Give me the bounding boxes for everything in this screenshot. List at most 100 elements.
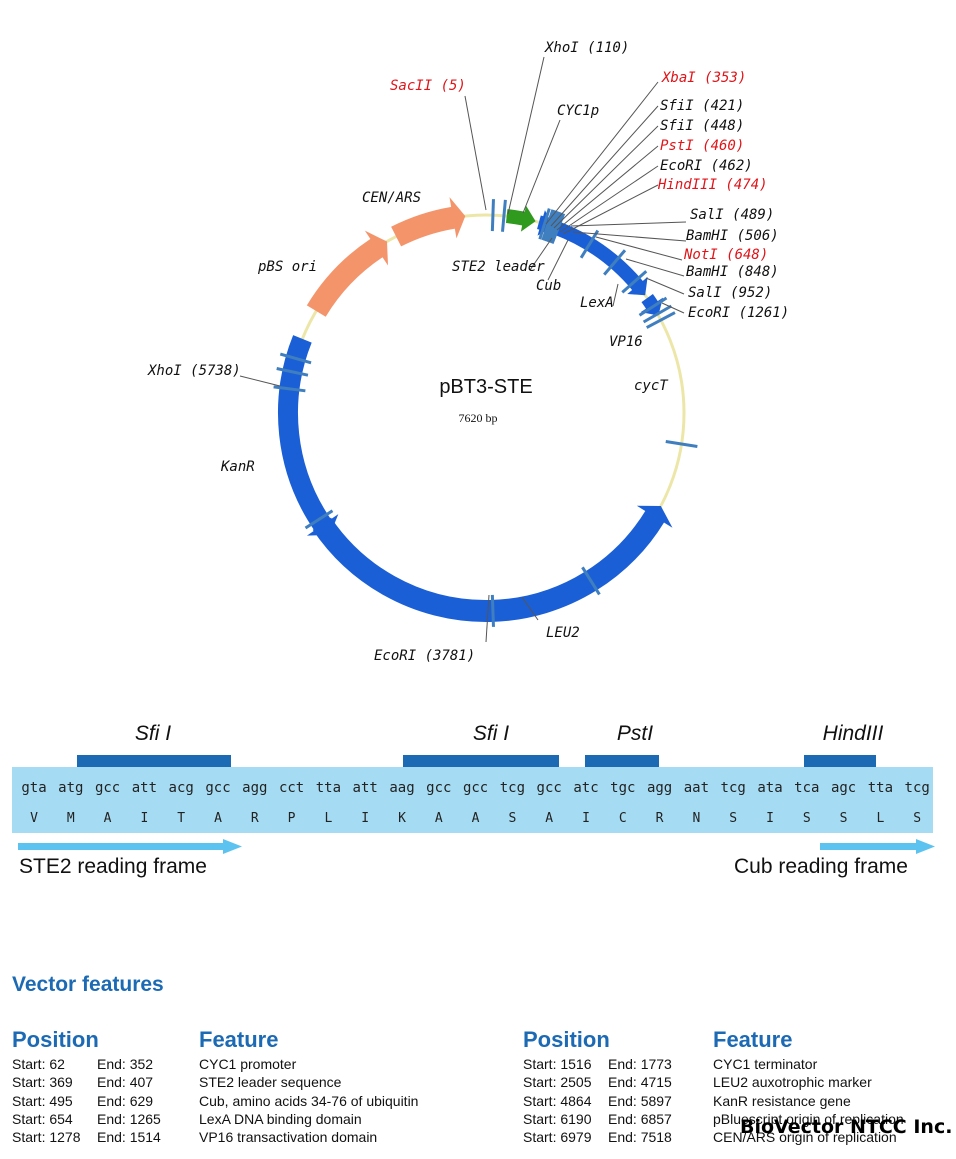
map-label-kanr: KanR bbox=[220, 459, 255, 475]
site-tick-15 bbox=[665, 439, 698, 448]
feature-end: End: 352 bbox=[97, 1056, 154, 1072]
map-label-cen-ars: CEN/ARS bbox=[362, 190, 421, 206]
map-label-vp16: VP16 bbox=[609, 334, 643, 350]
codon: tca bbox=[794, 780, 820, 796]
position-header-left: Position bbox=[12, 1027, 99, 1052]
site-tick-6 bbox=[546, 211, 561, 243]
site-tick-20 bbox=[276, 367, 309, 377]
kanr-arc bbox=[278, 335, 332, 531]
amino-acid: R bbox=[250, 811, 259, 826]
feature-description: VP16 transactivation domain bbox=[199, 1129, 378, 1146]
feature-description: CYC1 promoter bbox=[199, 1056, 297, 1072]
map-label-hindiii-474: HindIII (474) bbox=[657, 177, 768, 193]
map-label-noti-648: NotI (648) bbox=[683, 247, 768, 263]
map-label-ste2-leader: STE2 leader bbox=[452, 259, 545, 275]
site-tick-13 bbox=[642, 304, 673, 324]
amino-acid: K bbox=[398, 811, 406, 826]
map-label-cyc1p: CYC1p bbox=[557, 103, 599, 119]
amino-acid: L bbox=[324, 811, 333, 826]
amino-acid: S bbox=[802, 811, 811, 826]
codon: atc bbox=[573, 780, 599, 796]
ste2-frame-arrow-head bbox=[223, 839, 242, 854]
cub-frame-arrow-head bbox=[916, 839, 935, 854]
leader-lines bbox=[239, 56, 687, 643]
site-tick-3 bbox=[541, 209, 555, 241]
leu2-arrowhead bbox=[636, 505, 673, 528]
sfii-site-bar-1 bbox=[77, 755, 231, 767]
amino-acid: P bbox=[287, 811, 296, 826]
map-label-sali-489: SalI (489) bbox=[690, 207, 774, 223]
cub-frame-arrow-shaft bbox=[820, 843, 916, 850]
map-label-cyct: cycT bbox=[634, 378, 669, 394]
map-label-bamhi-848: BamHI (848) bbox=[686, 264, 779, 280]
codon: gta bbox=[21, 780, 47, 796]
credit-text: BioVector NTCC Inc. bbox=[740, 1116, 953, 1138]
map-label-psti-460: PstI (460) bbox=[660, 138, 744, 154]
feature-end: End: 4715 bbox=[608, 1074, 672, 1091]
amino-acid: A bbox=[214, 811, 222, 826]
cen-ars-arrowhead bbox=[449, 197, 466, 239]
feature-start: Start: 654 bbox=[12, 1110, 73, 1127]
pbs-ori-arrowhead bbox=[364, 230, 388, 266]
feature-description: KanR resistance gene bbox=[713, 1092, 851, 1109]
amino-acid: T bbox=[177, 811, 186, 826]
amino-acid: V bbox=[30, 811, 38, 826]
amino-acid: A bbox=[471, 811, 480, 826]
plasmid-size: 7620 bp bbox=[459, 411, 498, 425]
psti-site-bar bbox=[585, 755, 659, 767]
amino-acid: R bbox=[655, 811, 664, 826]
codon: aat bbox=[683, 780, 710, 796]
feature-start: Start: 1516 bbox=[523, 1056, 592, 1072]
feature-description: LexA DNA binding domain bbox=[199, 1110, 362, 1127]
amino-acid: A bbox=[434, 811, 443, 826]
codon: att bbox=[352, 780, 378, 796]
amino-acid: I bbox=[582, 811, 590, 826]
cyct-arc bbox=[641, 293, 658, 309]
amino-acid: I bbox=[361, 811, 370, 826]
lexa-vp16-arc bbox=[552, 220, 644, 291]
amino-acid: S bbox=[913, 811, 922, 826]
hindiii-site-bar bbox=[804, 755, 876, 767]
feature-description: CYC1 terminator bbox=[713, 1056, 818, 1072]
codon: acg bbox=[168, 780, 194, 796]
codon: gcc bbox=[205, 780, 231, 796]
cyc1-promoter-arrowhead bbox=[520, 205, 536, 232]
amino-acid: C bbox=[618, 811, 627, 826]
kanr-arrowhead bbox=[306, 514, 339, 536]
feature-end: End: 407 bbox=[97, 1074, 154, 1091]
codon: aag bbox=[389, 780, 415, 796]
codon: cct bbox=[278, 780, 305, 796]
map-label-ecori-3781: EcoRI (3781) bbox=[374, 648, 475, 664]
feature-start: Start: 2505 bbox=[523, 1074, 592, 1091]
codon: tta bbox=[867, 780, 894, 796]
map-label-cub: Cub bbox=[536, 278, 561, 294]
map-label-ecori-1261: EcoRI (1261) bbox=[688, 305, 789, 321]
site-tick-11 bbox=[621, 270, 648, 294]
feature-header-left: Feature bbox=[199, 1027, 279, 1052]
feature-end: End: 1514 bbox=[97, 1129, 161, 1146]
codon: att bbox=[131, 780, 158, 796]
feature-start: Start: 4864 bbox=[523, 1092, 592, 1109]
plasmid-name: pBT3-STE bbox=[439, 376, 532, 398]
map-label-sacii-5: SacII (5) bbox=[390, 78, 466, 94]
sfii-site-bar-2 bbox=[403, 755, 559, 767]
feature-description: Cub, amino acids 34-76 of ubiquitin bbox=[199, 1092, 419, 1109]
cub-frame-label: Cub reading frame bbox=[734, 855, 908, 878]
site-tick-0 bbox=[490, 199, 495, 232]
lexa-vp16-arrowhead bbox=[627, 276, 648, 296]
cub-arc bbox=[537, 215, 544, 230]
amino-acid: N bbox=[692, 811, 701, 826]
feature-end: End: 1265 bbox=[97, 1110, 161, 1127]
codon: agc bbox=[830, 780, 857, 796]
site-label-sfii-1: Sfi I bbox=[134, 722, 172, 745]
site-label-psti: PstI bbox=[616, 722, 654, 745]
amino-acid: A bbox=[103, 811, 112, 826]
codon: tta bbox=[315, 780, 342, 796]
feature-end: End: 6857 bbox=[608, 1110, 672, 1127]
amino-acid: I bbox=[140, 811, 149, 826]
site-tick-9 bbox=[579, 229, 600, 259]
feature-start: Start: 369 bbox=[12, 1074, 73, 1091]
map-label-pbs-ori: pBS ori bbox=[257, 259, 317, 275]
feature-end: End: 5897 bbox=[608, 1092, 672, 1109]
